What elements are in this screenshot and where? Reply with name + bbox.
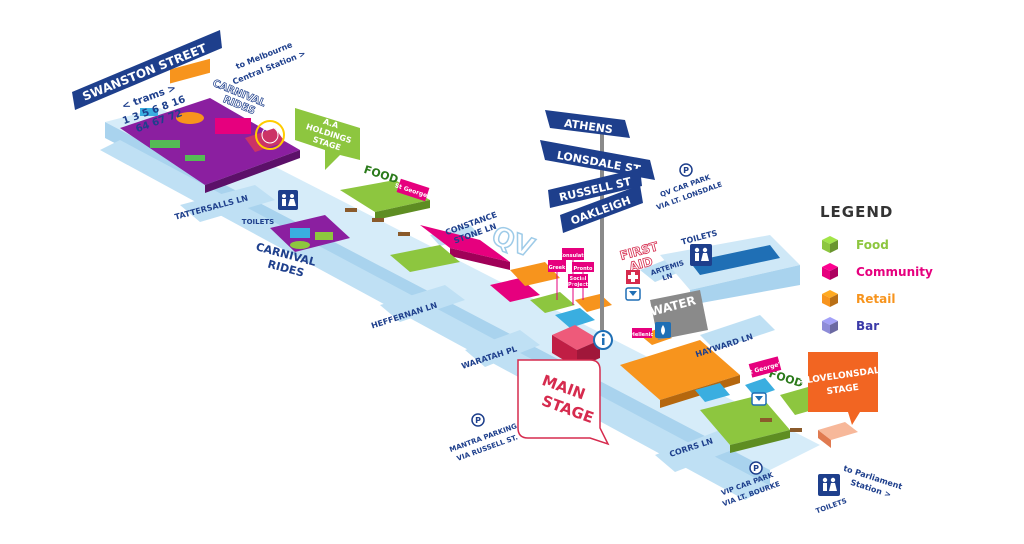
st-georges-right-tag bbox=[748, 356, 782, 378]
greek-tag-poles bbox=[556, 260, 584, 305]
toilets-left-label: TOILETS bbox=[242, 218, 274, 226]
stalls-community bbox=[420, 225, 510, 270]
carnival-area bbox=[120, 58, 300, 193]
first-aid-icon bbox=[626, 270, 640, 284]
legend-label-food: Food bbox=[856, 238, 889, 252]
bar-icon bbox=[751, 392, 767, 406]
svg-text:P: P bbox=[753, 464, 759, 473]
lovelonsdale-stage-sign bbox=[808, 352, 878, 425]
hellenic-tag bbox=[632, 328, 652, 338]
toilets-bottom-label: TOILETS bbox=[815, 497, 848, 516]
legend-swatch-bar bbox=[822, 317, 838, 334]
parking-icon: P bbox=[471, 413, 485, 427]
parking-icon: P bbox=[679, 163, 693, 177]
main-stage-callout bbox=[517, 359, 610, 446]
parking-icon: P bbox=[749, 461, 763, 475]
right-top-blue-block bbox=[690, 245, 780, 275]
legend-label-bar: Bar bbox=[856, 319, 879, 333]
sign-athens bbox=[545, 110, 630, 138]
aa-holdings-stage-sign bbox=[295, 108, 360, 170]
toilet-icon bbox=[818, 474, 840, 496]
greek-tag-4: Social bbox=[570, 276, 587, 282]
artemis-label-2: LN bbox=[661, 272, 673, 283]
svg-text:P: P bbox=[475, 416, 481, 425]
signpost bbox=[600, 120, 604, 330]
toilet-icon bbox=[690, 244, 712, 266]
greek-tag-3: Pronto bbox=[574, 266, 594, 272]
toilets-right-label: TOILETS bbox=[680, 228, 718, 246]
st-georges-left-tag bbox=[396, 178, 430, 202]
sign-swanston bbox=[72, 30, 222, 110]
legend-swatch-food bbox=[822, 236, 838, 253]
greek-tag-1: Greek bbox=[549, 265, 566, 271]
toilet-icon bbox=[278, 190, 298, 210]
svg-text:P: P bbox=[683, 166, 689, 175]
sign-oakleigh bbox=[560, 185, 643, 233]
lovelonsdale-label-2: STAGE bbox=[826, 383, 860, 397]
hellenic-label: Hellenic bbox=[631, 332, 654, 338]
carnival-area-lower bbox=[270, 215, 350, 252]
greek-tag-5: Project bbox=[568, 282, 589, 288]
legend-swatch-community bbox=[822, 263, 838, 280]
water-icon bbox=[655, 322, 671, 338]
sign-lonsdale bbox=[540, 140, 655, 180]
bar-icon bbox=[625, 287, 641, 301]
legend-title: LEGEND bbox=[820, 203, 893, 221]
legend-label-retail: Retail bbox=[856, 292, 895, 306]
info-icon bbox=[593, 330, 613, 350]
lovelonsdale-stage-block bbox=[818, 422, 858, 448]
legend-label-community: Community bbox=[856, 265, 933, 279]
greek-tag-2: Consulate bbox=[559, 253, 588, 259]
stalls-food-middle bbox=[390, 245, 560, 302]
benches bbox=[345, 208, 802, 432]
legend-swatch-retail bbox=[822, 290, 838, 307]
first-aid-label-2: AID bbox=[628, 254, 655, 274]
stalls-right-bar bbox=[695, 378, 775, 402]
sign-russell bbox=[548, 168, 642, 208]
